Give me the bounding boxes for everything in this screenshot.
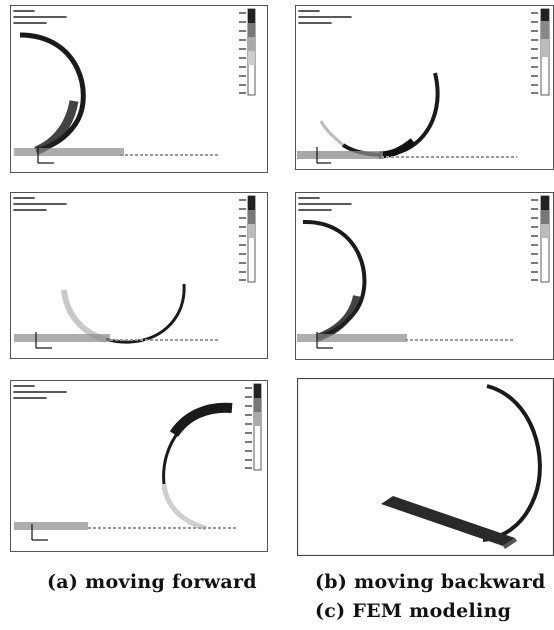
caption-a: (a) moving forward — [47, 571, 257, 593]
tube-model — [482, 384, 542, 542]
panel-a3 — [10, 380, 268, 552]
panel-a2 — [10, 192, 268, 359]
caption-b: (b) moving backward — [315, 571, 546, 593]
ground-plate — [381, 496, 515, 546]
ground-plane — [14, 148, 124, 156]
caption-c: (c) FEM modeling — [315, 600, 512, 622]
simulation-frame-a3 — [10, 380, 268, 552]
legend-bar — [245, 383, 262, 471]
legend-bar — [239, 195, 256, 283]
header-text-lines — [13, 10, 67, 24]
coordinate-axes — [37, 147, 54, 164]
simulation-frame-b2 — [295, 192, 554, 360]
legend-bar — [531, 195, 550, 283]
panel-b1 — [295, 5, 554, 170]
simulation-frame-a1 — [10, 5, 268, 173]
legend-bar — [239, 8, 256, 96]
legend-bar — [531, 8, 550, 96]
simulation-frame-b1 — [295, 5, 554, 170]
fem-model-frame — [297, 378, 554, 556]
panel-a1 — [10, 5, 268, 173]
simulation-frame-a2 — [10, 192, 268, 359]
panel-b2 — [295, 192, 554, 360]
panel-c — [297, 378, 554, 556]
